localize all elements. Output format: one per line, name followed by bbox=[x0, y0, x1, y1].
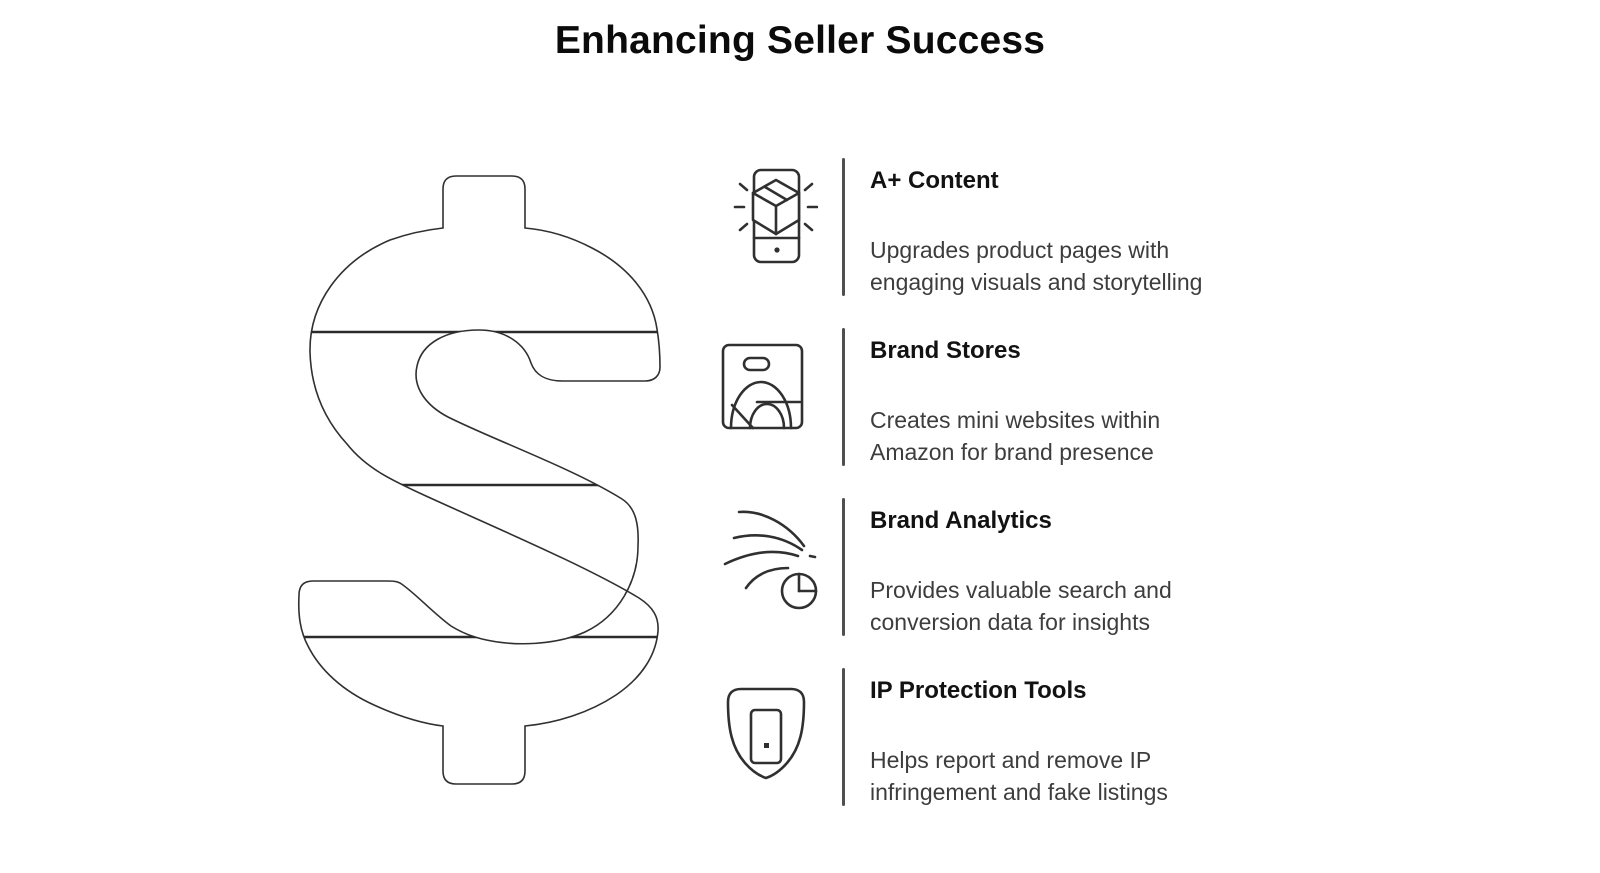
item-description: Upgrades product pages with engaging vis… bbox=[870, 237, 1203, 295]
item-description: Helps report and remove IP infringement … bbox=[870, 747, 1168, 805]
divider-line bbox=[842, 328, 845, 466]
page-title: Enhancing Seller Success bbox=[554, 19, 1046, 62]
item-description: Provides valuable search and conversion … bbox=[870, 577, 1172, 635]
smartphone-package-icon bbox=[733, 168, 818, 264]
item-title: Brand Stores bbox=[870, 337, 1021, 364]
dollar-sign-illustration bbox=[286, 174, 662, 786]
storefront-icon bbox=[721, 343, 804, 430]
dollar-sign-icon bbox=[297, 175, 661, 785]
item-title: A+ Content bbox=[870, 167, 999, 194]
item-description: Creates mini websites within Amazon for … bbox=[870, 407, 1161, 465]
divider-line bbox=[842, 668, 845, 806]
divider-line bbox=[842, 498, 845, 636]
shield-device-icon bbox=[726, 687, 806, 780]
dollar-outline bbox=[297, 175, 661, 785]
divider-line bbox=[842, 158, 845, 296]
item-title: IP Protection Tools bbox=[870, 677, 1087, 704]
feature-row-a-plus-content: A+ Content Upgrades product pages with e… bbox=[690, 158, 1270, 296]
feature-row-ip-protection: IP Protection Tools Helps report and rem… bbox=[690, 668, 1270, 806]
feature-row-brand-stores: Brand Stores Creates mini websites withi… bbox=[690, 328, 1270, 466]
item-title: Brand Analytics bbox=[870, 507, 1052, 534]
feature-row-brand-analytics: Brand Analytics Provides valuable search… bbox=[690, 498, 1270, 636]
analytics-pie-icon bbox=[723, 510, 818, 610]
